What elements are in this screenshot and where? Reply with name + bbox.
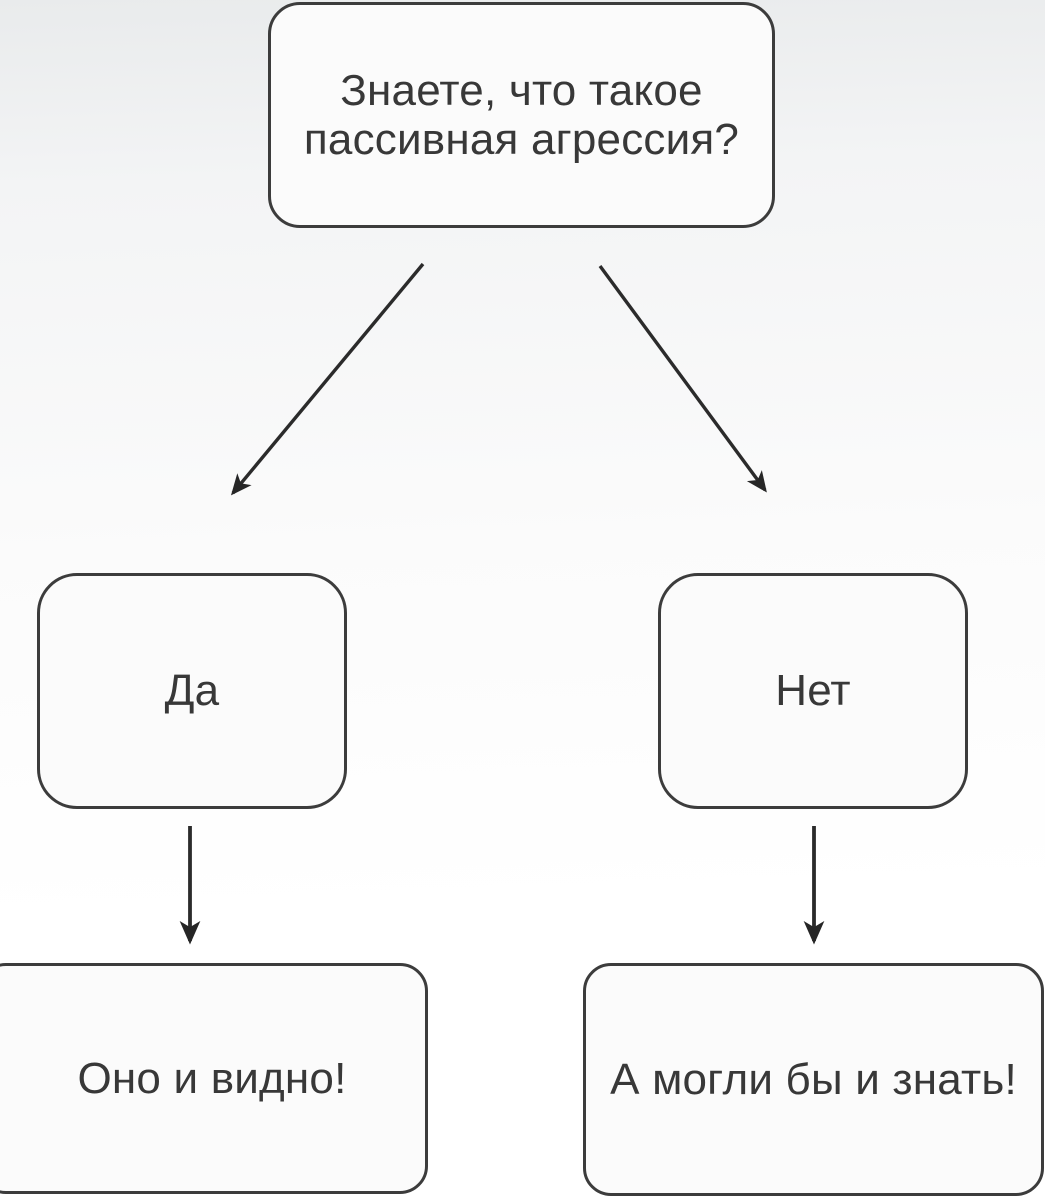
yes-result-node-label: Оно и видно!: [77, 1053, 347, 1103]
edge-question-to-no-arrow: [598, 264, 767, 493]
question-node-label: Знаете, что такое пассивная агрессия?: [303, 65, 740, 164]
no-result-node: А могли бы и знать!: [583, 963, 1044, 1196]
edge-question-to-yes-arrow: [230, 262, 425, 496]
no-node-label: Нет: [775, 666, 851, 716]
no-node: Нет: [658, 573, 968, 809]
yes-node: Да: [37, 573, 347, 809]
no-result-node-label: А могли бы и знать!: [610, 1054, 1017, 1104]
question-node: Знаете, что такое пассивная агрессия?: [268, 2, 775, 228]
yes-result-node: Оно и видно!: [0, 963, 428, 1194]
yes-node-label: Да: [164, 666, 220, 716]
